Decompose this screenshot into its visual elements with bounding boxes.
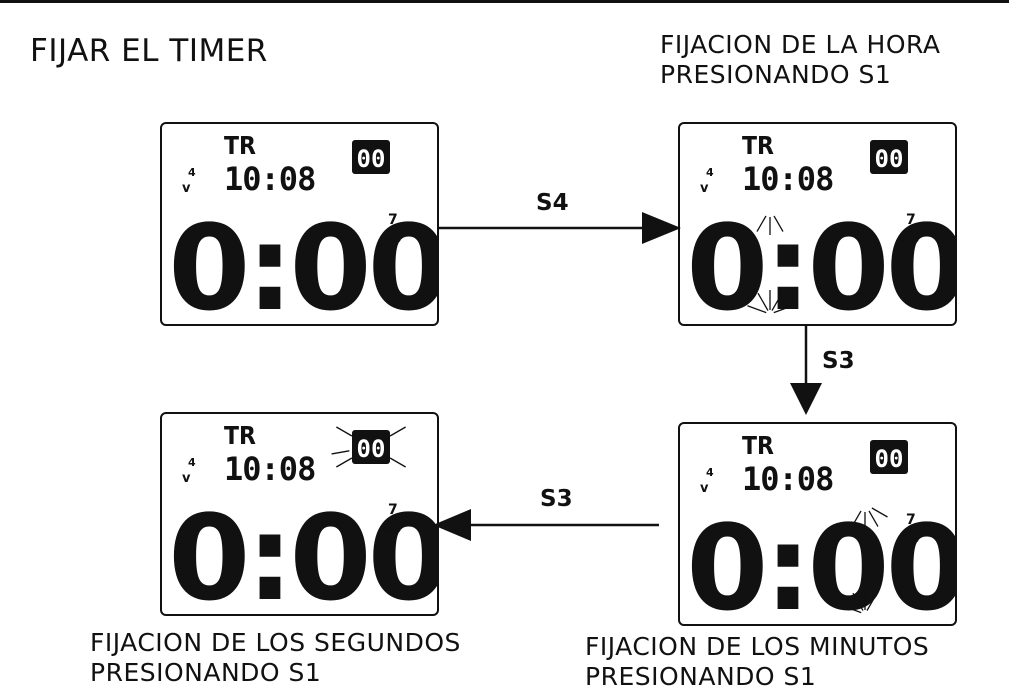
caption-hour-line2: PRESIONANDO S1 bbox=[660, 60, 892, 89]
lcd-timer-text: 0:00 bbox=[168, 199, 437, 324]
blink-ray bbox=[842, 605, 862, 614]
lcd-superscript-text: 7 bbox=[906, 512, 916, 528]
lcd-status-icon: v bbox=[182, 471, 191, 486]
lcd-mode-text: TR bbox=[224, 421, 256, 451]
lcd-unit-text: AUTO bbox=[902, 237, 919, 244]
lcd-superscript-text: 7 bbox=[388, 502, 398, 518]
lcd-box-text: 00 bbox=[357, 145, 386, 173]
blink-ray bbox=[871, 507, 888, 518]
lcd-clock-text: 10:08 bbox=[224, 450, 315, 488]
diagram-title: FIJAR EL TIMER bbox=[30, 33, 268, 69]
blink-ray bbox=[389, 426, 406, 437]
blink-ray bbox=[757, 292, 769, 311]
lcd-timer-text: 0:00 bbox=[686, 199, 955, 324]
lcd-box-digits bbox=[352, 430, 390, 464]
lcd-status-icon: 4 bbox=[188, 166, 196, 179]
arrow-right bbox=[437, 212, 681, 244]
lcd-mode-text: TR bbox=[224, 131, 256, 161]
lcd-status-icon: 4 bbox=[706, 466, 714, 479]
blink-ray bbox=[331, 450, 350, 455]
arrow-left bbox=[433, 509, 659, 541]
arrow-left-label: S3 bbox=[540, 486, 573, 512]
lcd-mode-text: TR bbox=[742, 131, 774, 161]
lcd-timer-text: 0:00 bbox=[168, 489, 437, 614]
lcd-box-digits bbox=[870, 140, 908, 174]
top-rule bbox=[0, 0, 1009, 3]
blink-ray bbox=[756, 215, 767, 232]
lcd-status-icon: 4 bbox=[188, 456, 196, 469]
lcd-box-text: 00 bbox=[357, 435, 386, 463]
blink-ray bbox=[336, 457, 353, 468]
arrow-right-label: S4 bbox=[536, 190, 569, 216]
blink-ray bbox=[868, 510, 879, 527]
lcd-mode-text: TR bbox=[742, 431, 774, 461]
lcd-box-text: 00 bbox=[875, 145, 904, 173]
arrow-down bbox=[790, 326, 822, 415]
blink-ray bbox=[771, 292, 783, 311]
lcd-timer-text: 0:00 bbox=[686, 499, 955, 624]
caption-minutes-line1: FIJACION DE LOS MINUTOS bbox=[585, 632, 930, 661]
lcd-superscript-text: 7 bbox=[906, 212, 916, 228]
arrow-down-label: S3 bbox=[822, 348, 855, 374]
blink-ray bbox=[773, 215, 784, 232]
lcd-clock-text: 10:08 bbox=[224, 160, 315, 198]
lcd-status-icon: v bbox=[700, 181, 709, 196]
blink-ray bbox=[852, 592, 864, 611]
lcd-status-icon: v bbox=[700, 481, 709, 496]
blink-ray bbox=[389, 457, 406, 468]
blink-ray bbox=[773, 305, 793, 314]
caption-hour: FIJACION DE LA HORA PRESIONANDO S1 bbox=[660, 30, 940, 90]
caption-minutes: FIJACION DE LOS MINUTOS PRESIONANDO S1 bbox=[585, 632, 929, 692]
lcd-unit-text: AUTO bbox=[384, 237, 401, 244]
blink-ray bbox=[747, 305, 767, 314]
caption-hour-line1: FIJACION DE LA HORA bbox=[660, 30, 941, 59]
lcd-status-icon: 4 bbox=[706, 166, 714, 179]
lcd-clock-text: 10:08 bbox=[742, 460, 833, 498]
lcd-unit-text: AUTO bbox=[384, 527, 401, 534]
blink-ray bbox=[851, 510, 862, 527]
lcd-superscript-text: 7 bbox=[388, 212, 398, 228]
blink-ray bbox=[336, 426, 353, 437]
caption-seconds-line1: FIJACION DE LOS SEGUNDOS bbox=[90, 628, 461, 657]
lcd-status-icon: v bbox=[182, 181, 191, 196]
caption-seconds: FIJACION DE LOS SEGUNDOS PRESIONANDO S1 bbox=[90, 628, 461, 688]
caption-seconds-line2: PRESIONANDO S1 bbox=[90, 658, 322, 687]
blink-ray bbox=[866, 592, 878, 611]
lcd-box-text: 00 bbox=[875, 445, 904, 473]
lcd-box-digits bbox=[870, 440, 908, 474]
caption-minutes-line2: PRESIONANDO S1 bbox=[585, 662, 817, 691]
lcd-unit-text: AUTO bbox=[902, 537, 919, 544]
lcd-clock-text: 10:08 bbox=[742, 160, 833, 198]
lcd-box-digits bbox=[352, 140, 390, 174]
